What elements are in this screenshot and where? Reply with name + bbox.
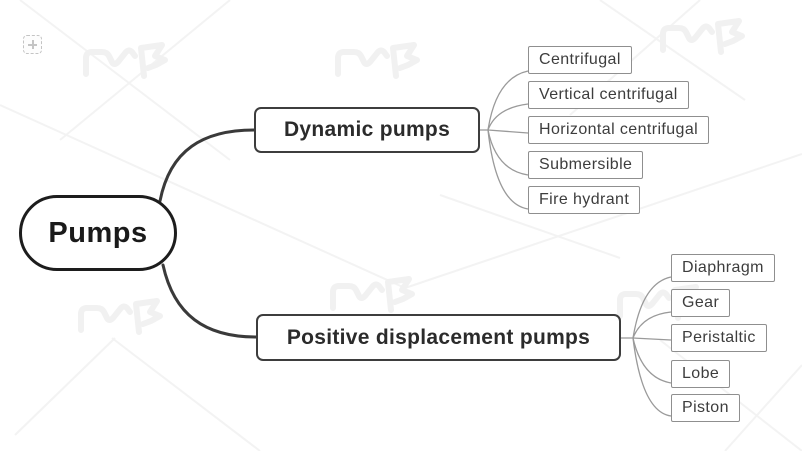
node-horizontal-centrifugal[interactable]: Horizontal centrifugal [528,116,710,144]
grid-plus-icon-bar [31,40,34,49]
connector-fan-positive [621,276,672,417]
node-submersible[interactable]: Submersible [528,151,644,179]
connector-fan-dynamic [480,70,529,210]
node-positive-displacement-pumps[interactable]: Positive displacement pumps [256,314,621,361]
node-diaphragm[interactable]: Diaphragm [671,254,775,282]
node-lobe[interactable]: Lobe [671,360,731,388]
connector-root-positive [161,263,258,339]
grid-plus-icon[interactable] [23,35,42,54]
node-fire-hydrant[interactable]: Fire hydrant [528,186,641,214]
node-piston[interactable]: Piston [671,394,740,422]
node-pumps[interactable]: Pumps [19,195,177,271]
connector-root-dynamic [158,128,256,203]
node-centrifugal[interactable]: Centrifugal [528,46,632,74]
node-vertical-centrifugal[interactable]: Vertical centrifugal [528,81,689,109]
node-peristaltic[interactable]: Peristaltic [671,324,767,352]
node-dynamic-pumps[interactable]: Dynamic pumps [254,107,480,153]
node-gear[interactable]: Gear [671,289,731,317]
